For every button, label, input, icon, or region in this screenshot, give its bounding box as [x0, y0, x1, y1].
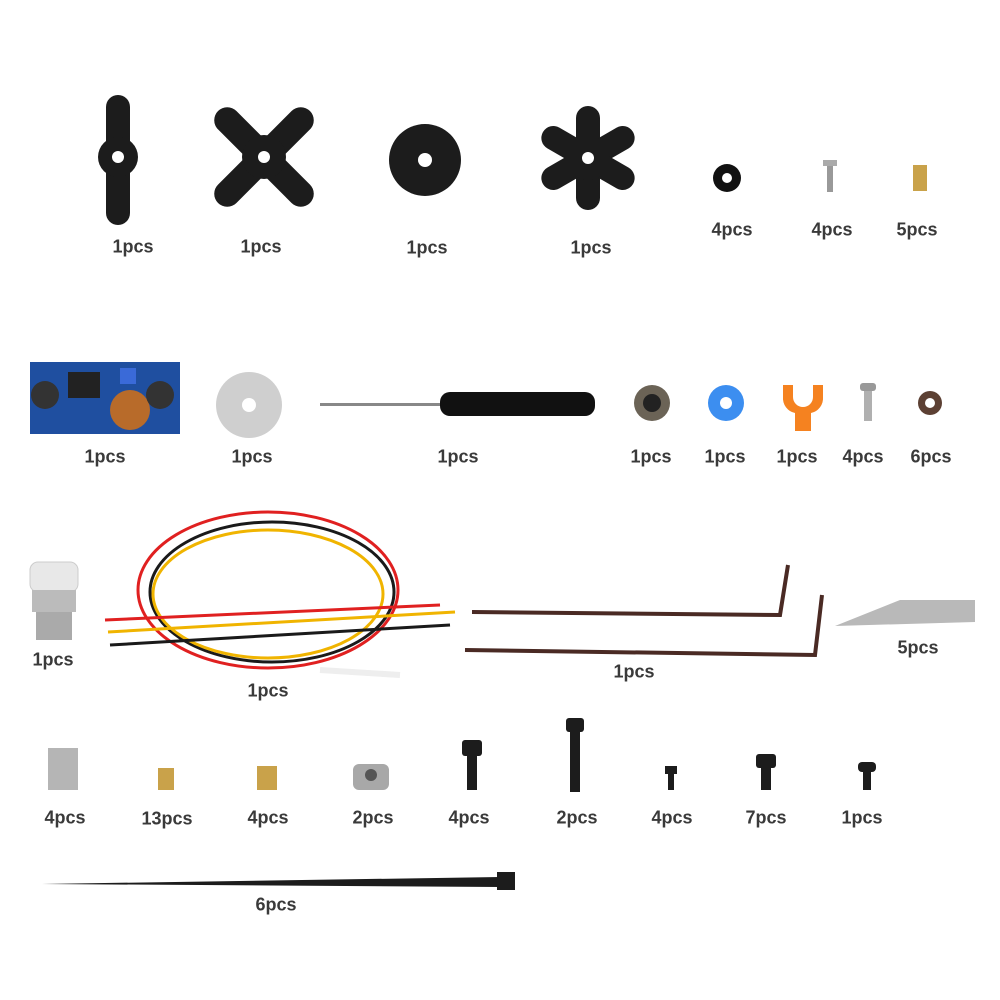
- button-screw-black: [858, 762, 876, 790]
- qty-label: 1pcs: [776, 446, 818, 467]
- qty-label: 5pcs: [897, 637, 939, 658]
- servo-horn-disc: [389, 124, 461, 196]
- lock-ring: [634, 385, 670, 421]
- wire-harness: [104, 510, 456, 678]
- self-tapping-screw: [823, 160, 837, 192]
- qty-label: 4pcs: [247, 807, 289, 828]
- qty-label: 13pcs: [141, 808, 193, 829]
- qty-label: 6pcs: [910, 446, 952, 467]
- qty-label: 1pcs: [231, 446, 273, 467]
- qty-label: 1pcs: [84, 446, 126, 467]
- socket-screw-short: [756, 754, 776, 790]
- qty-label: 4pcs: [448, 807, 490, 828]
- servo-horn-cross: [214, 107, 314, 207]
- qty-label: 1pcs: [704, 446, 746, 467]
- heat-insert-large: [257, 766, 277, 790]
- hex-keys: [464, 564, 824, 658]
- cable-tie: [42, 872, 515, 890]
- qty-label: 1pcs: [841, 807, 883, 828]
- servo-horn-star: [541, 106, 635, 210]
- small-brown-washer: [918, 391, 942, 415]
- qty-label: 1pcs: [406, 237, 448, 258]
- t-nut: [48, 748, 78, 790]
- qty-label: 5pcs: [896, 219, 938, 240]
- qty-label: 4pcs: [44, 807, 86, 828]
- buck-converter-board: [30, 362, 180, 434]
- qty-label: 4pcs: [711, 219, 753, 240]
- qty-label: 1pcs: [570, 237, 612, 258]
- qty-label: 1pcs: [630, 446, 672, 467]
- qty-label: 1pcs: [613, 661, 655, 682]
- socket-screw-tiny: [665, 766, 677, 790]
- nylon-lock-nut: [353, 764, 389, 790]
- heat-insert-small: [158, 768, 174, 790]
- qty-label: 4pcs: [842, 446, 884, 467]
- qty-label: 2pcs: [352, 807, 394, 828]
- qty-label: 4pcs: [651, 807, 693, 828]
- qty-label: 6pcs: [255, 894, 297, 915]
- blue-collet-clip: [708, 385, 744, 421]
- brass-eyelet: [913, 165, 927, 191]
- qty-label: 7pcs: [745, 807, 787, 828]
- qty-label: 4pcs: [811, 219, 853, 240]
- pneumatic-fitting: [29, 561, 79, 640]
- orange-clip: [782, 385, 824, 431]
- qty-label: 1pcs: [112, 236, 154, 257]
- hobby-knife-blade: [835, 600, 975, 626]
- qty-label: 1pcs: [247, 680, 289, 701]
- rubber-grommet: [713, 164, 741, 192]
- qty-label: 1pcs: [240, 236, 282, 257]
- qty-label: 1pcs: [437, 446, 479, 467]
- socket-screw-long: [566, 718, 584, 792]
- qty-label: 1pcs: [32, 649, 74, 670]
- button-head-screw: [860, 383, 876, 421]
- servo-horn-single: [98, 95, 138, 225]
- socket-screw-medium: [462, 740, 482, 790]
- qty-label: 2pcs: [556, 807, 598, 828]
- aluminum-hub: [216, 372, 282, 438]
- screwdriver: [320, 392, 595, 416]
